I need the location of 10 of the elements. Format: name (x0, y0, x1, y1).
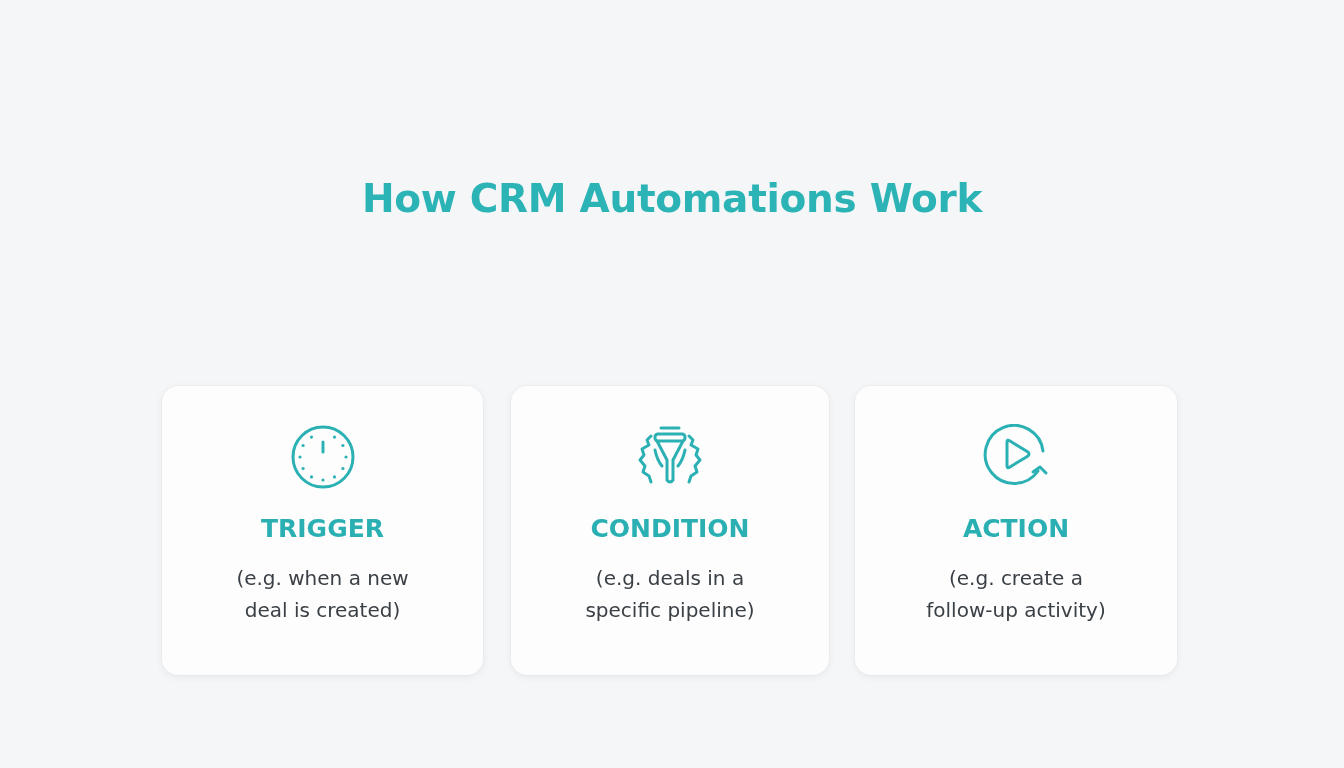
diagram-title: How CRM Automations Work (361, 176, 983, 221)
card-description: (e.g. when a new deal is created) (235, 565, 410, 624)
process-card (162, 386, 483, 675)
card-heading: TRIGGER (261, 514, 384, 543)
process-card (511, 386, 829, 675)
card-description: (e.g. create a follow-up activity) (925, 565, 1107, 624)
card-heading: ACTION (962, 514, 1070, 543)
process-card (855, 386, 1177, 675)
card-heading: CONDITION (590, 514, 750, 543)
card-description: (e.g. deals in a specific pipeline) (584, 565, 756, 624)
